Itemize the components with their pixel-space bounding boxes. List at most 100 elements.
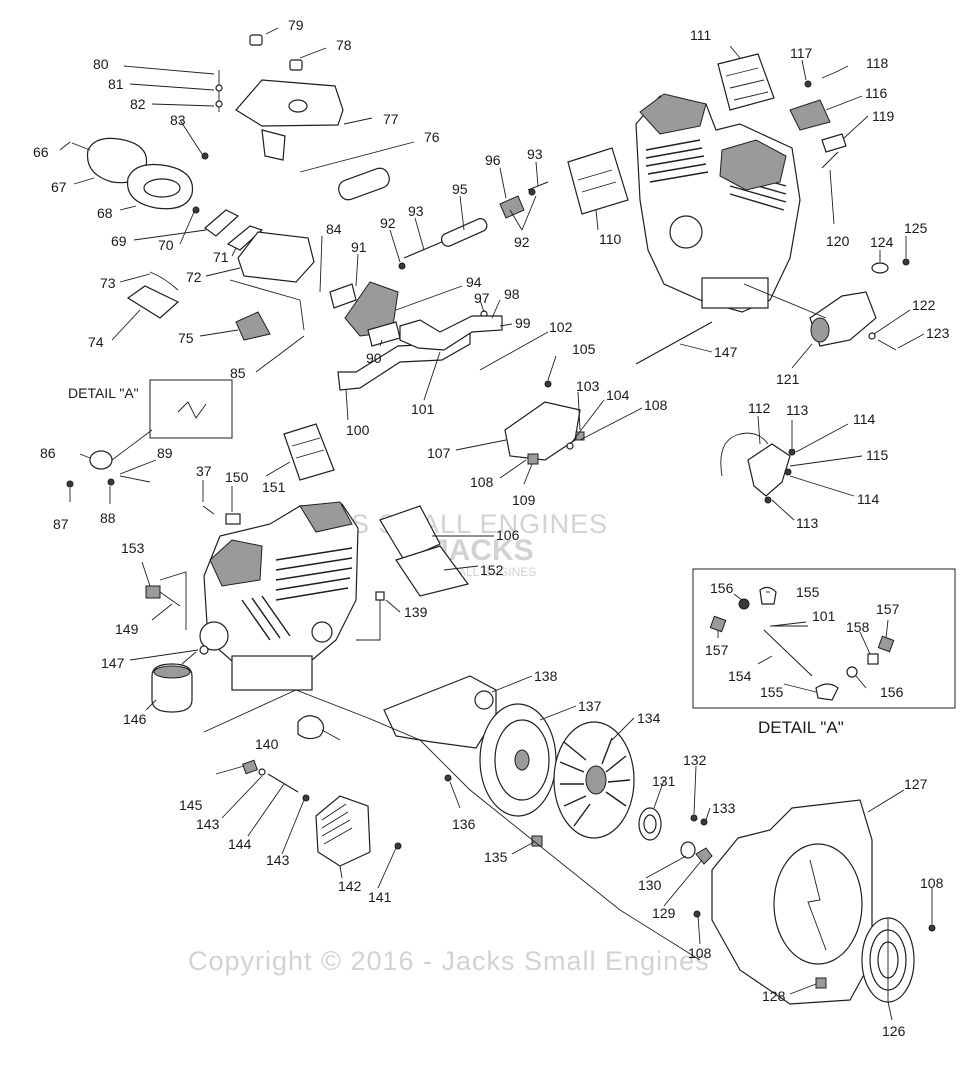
part-127-housing-opening — [773, 843, 863, 965]
callout-157a: 157 — [876, 601, 900, 617]
air-cleaner-assembly — [71, 34, 390, 341]
part-143-washer-b — [302, 794, 310, 802]
part-137-flywheel-hub — [514, 749, 530, 771]
engine-upper-right — [567, 53, 910, 365]
part-157-nut-b — [877, 635, 895, 653]
module-142-ribs — [321, 803, 353, 845]
fan-blades — [559, 737, 631, 827]
callout-120: 120 — [826, 233, 850, 249]
callout-66: 66 — [33, 144, 49, 160]
part-151-decal — [283, 423, 335, 481]
part-83-grommet — [201, 152, 209, 160]
callout-130: 130 — [638, 877, 662, 893]
callout-144: 144 — [228, 836, 252, 852]
part-138-plate — [383, 675, 497, 749]
callout-151: 151 — [262, 479, 286, 495]
callout-147a: 147 — [714, 344, 738, 360]
part-139-plug — [375, 591, 385, 601]
part-115-control-bracket — [747, 443, 791, 497]
callout-157b: 157 — [705, 642, 729, 658]
part-68-filter-inner — [143, 178, 181, 198]
callout-134: 134 — [637, 710, 661, 726]
part-88-screw — [107, 478, 115, 486]
callout-114b: 114 — [857, 491, 880, 507]
callout-158: 158 — [846, 619, 870, 635]
callout-105: 105 — [572, 341, 596, 357]
callout-80: 80 — [93, 56, 109, 72]
flywheel-fan-shroud — [383, 675, 936, 1005]
part-108-screw-d — [928, 924, 936, 932]
part-96-fitting — [499, 195, 525, 219]
part-112-cable — [720, 432, 769, 477]
detail-a-reference: DETAIL "A" — [66, 379, 233, 488]
callout-101: 101 — [411, 401, 435, 417]
callout-97: 97 — [474, 290, 490, 306]
engine-fins-lower — [241, 547, 353, 641]
detail-a-reference-spring — [177, 401, 207, 419]
engine-head-lower-left — [209, 539, 263, 587]
callout-139: 139 — [404, 604, 428, 620]
callout-152: 152 — [480, 562, 504, 578]
callout-102: 102 — [549, 319, 573, 335]
watermark-logo-small: SMALL ENGINES — [440, 565, 536, 579]
callout-133: 133 — [712, 800, 736, 816]
engine-block-lower — [203, 503, 359, 671]
part-155-bracket-a — [759, 586, 777, 605]
callout-93b: 93 — [527, 146, 543, 162]
carb-linkage — [329, 181, 549, 347]
part-104-washer — [566, 442, 574, 450]
part-70-nut — [192, 206, 200, 214]
callout-131: 131 — [652, 773, 676, 789]
part-154-spring — [763, 629, 813, 677]
callout-107: 107 — [427, 445, 451, 461]
callout-146: 146 — [123, 711, 147, 727]
callout-90: 90 — [366, 350, 382, 366]
callout-73: 73 — [100, 275, 116, 291]
part-114-nut — [784, 468, 792, 476]
leader-146-147 — [181, 651, 197, 665]
callout-126: 126 — [882, 1023, 906, 1039]
part-110-cover — [567, 147, 629, 215]
callout-121: 121 — [776, 371, 800, 387]
part-111-decal — [717, 53, 775, 111]
part-147-dipstick-tube — [635, 321, 713, 365]
part-105-bolt — [544, 380, 552, 388]
part-108-screw-c — [693, 910, 701, 918]
callout-71: 71 — [213, 249, 229, 265]
part-156-bushing-a — [738, 598, 750, 610]
part-69-retainer — [204, 209, 240, 237]
callout-99: 99 — [515, 315, 531, 331]
detail-a-caption-top: DETAIL "A" — [68, 385, 139, 401]
callout-93a: 93 — [408, 203, 424, 219]
callout-85: 85 — [230, 365, 246, 381]
detail-a-caption-box: DETAIL "A" — [758, 718, 844, 737]
part-144-shaft — [267, 773, 299, 793]
part-157-nut-a — [709, 615, 727, 633]
part-120-spark-plug — [821, 151, 839, 169]
leader-lines — [59, 27, 933, 1021]
cover-110-line-2 — [581, 181, 617, 193]
part-147-nipple — [199, 645, 209, 655]
callout-69: 69 — [111, 233, 127, 249]
callout-100: 100 — [346, 422, 370, 438]
part-87-screw — [66, 480, 74, 488]
leader-ignition-path — [203, 689, 701, 961]
callout-142: 142 — [338, 878, 362, 894]
callout-140: 140 — [255, 736, 279, 752]
part-134-fan-hub — [585, 765, 607, 795]
callout-116: 116 — [865, 85, 888, 101]
throttle-control — [720, 432, 796, 504]
callout-113a: 113 — [786, 402, 809, 418]
part-149-fitting — [159, 591, 181, 607]
part-82-washer — [215, 100, 223, 108]
part-119-bracket — [821, 133, 847, 153]
callout-72: 72 — [186, 269, 202, 285]
callout-143a: 143 — [196, 816, 220, 832]
callout-155b: 155 — [760, 684, 784, 700]
callout-110: 110 — [599, 231, 622, 247]
callout-115: 115 — [866, 447, 889, 463]
part-158-spacer — [867, 653, 879, 665]
engine-lower-left — [145, 423, 470, 713]
part-78-cap — [289, 59, 303, 71]
